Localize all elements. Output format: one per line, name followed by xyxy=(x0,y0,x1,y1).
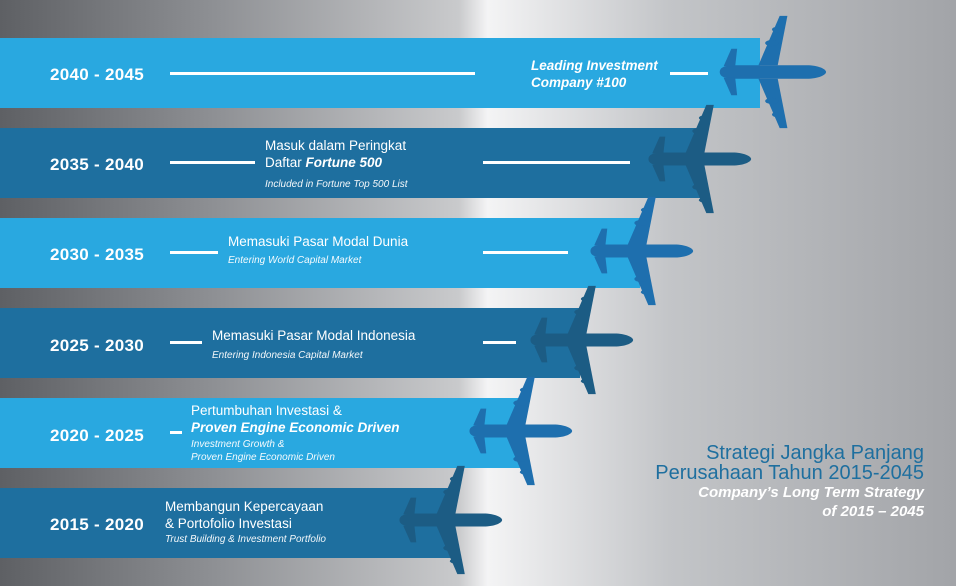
year-label: 2040 - 2045 xyxy=(50,65,145,84)
milestone-title: Membangun Kepercayaan xyxy=(165,499,324,514)
title-english-2: of 2015 – 2045 xyxy=(822,503,924,520)
airplane-icon xyxy=(392,464,504,576)
milestone-subtitle: Entering World Capital Market xyxy=(228,255,362,266)
timeline-line xyxy=(170,161,255,164)
milestone-title-2: Daftar Fortune 500 xyxy=(265,155,383,170)
title-line-1: Strategi Jangka Panjang xyxy=(706,442,924,464)
timeline-line xyxy=(483,251,568,254)
timeline-line xyxy=(170,72,475,75)
timeline-line xyxy=(170,431,182,434)
year-label: 2025 - 2030 xyxy=(50,336,145,355)
milestone-title: Leading Investment xyxy=(531,58,658,73)
page-title: Strategi Jangka Panjang Perusahaan Tahun… xyxy=(655,443,924,521)
milestone-title: Masuk dalam Peringkat xyxy=(265,138,407,153)
milestone-subtitle: Included in Fortune Top 500 List xyxy=(265,179,408,190)
timeline-line xyxy=(170,341,202,344)
milestone-subtitle: Entering Indonesia Capital Market xyxy=(212,350,363,361)
timeline-line xyxy=(483,341,516,344)
milestone-title-2: Company #100 xyxy=(531,75,627,90)
year-label: 2035 - 2040 xyxy=(50,155,145,174)
milestone-title-2: & Portofolio Investasi xyxy=(165,516,292,531)
timeline-line xyxy=(170,251,218,254)
timeline-line xyxy=(483,161,630,164)
year-label: 2030 - 2035 xyxy=(50,245,145,264)
year-label: 2020 - 2025 xyxy=(50,426,145,445)
title-english-1: Company’s Long Term Strategy xyxy=(698,484,924,501)
milestone-title: Memasuki Pasar Modal Dunia xyxy=(228,234,409,249)
milestone-subtitle: Trust Building & Investment Portfolio xyxy=(165,534,326,545)
milestone-subtitle: Investment Growth & xyxy=(191,439,285,450)
milestone-title: Pertumbuhan Investasi & xyxy=(191,403,342,418)
milestone-title: Memasuki Pasar Modal Indonesia xyxy=(212,328,416,343)
milestone-title-2: Proven Engine Economic Driven xyxy=(191,420,400,435)
timeline-line xyxy=(670,72,708,75)
year-label: 2015 - 2020 xyxy=(50,515,145,534)
band-2015-2020 xyxy=(0,488,455,558)
band-2020-2025 xyxy=(0,398,520,468)
title-line-2: Perusahaan Tahun 2015-2045 xyxy=(655,462,924,484)
milestone-subtitle-2: Proven Engine Economic Driven xyxy=(191,452,335,463)
